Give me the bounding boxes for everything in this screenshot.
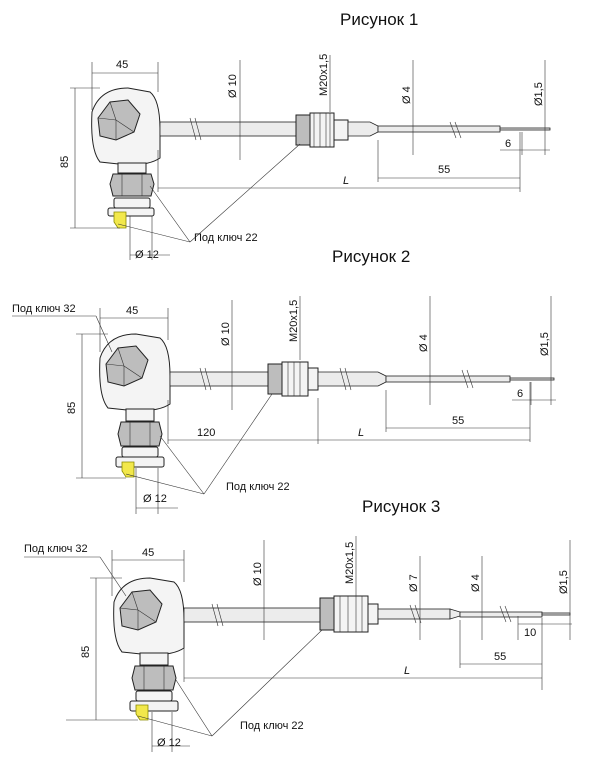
dim-d7-3: Ø 7: [408, 574, 420, 592]
dim-d15-2: Ø1,5: [539, 332, 551, 356]
dim-d10-1: Ø 10: [227, 74, 239, 98]
dim-45-3: 45: [142, 547, 154, 559]
figure-2: Рисунок 2 Под ключ 32: [12, 247, 556, 514]
dim-d10-3: Ø 10: [252, 562, 264, 586]
dim-55-2: 55: [452, 415, 464, 427]
label-wrench32-3: Под ключ 32: [24, 543, 88, 555]
tube-1: [159, 112, 551, 148]
dims-2: Под ключ 32 45 85 Ø 10 M20x1,5 Ø 4 Ø1,5 …: [12, 296, 556, 514]
figure-1: Рисунок 1: [59, 10, 551, 261]
dim-thread-1: M20x1,5: [318, 54, 330, 96]
label-wrench22-1: Под ключ 22: [194, 232, 258, 244]
dim-d4-2: Ø 4: [418, 334, 430, 352]
dim-thread-2: M20x1,5: [288, 300, 300, 342]
tube-3: [183, 595, 571, 633]
dim-85-2: 85: [66, 402, 78, 414]
dim-L-3: L: [404, 665, 410, 677]
dim-6-2: 6: [517, 388, 523, 400]
dim-d12-1: Ø 12: [135, 249, 159, 261]
dim-thread-3: M20x1,5: [344, 542, 356, 584]
dim-55-3: 55: [494, 651, 506, 663]
dim-120-2: 120: [197, 427, 215, 439]
label-wrench22-2: Под ключ 22: [226, 481, 290, 493]
dim-55-1: 55: [438, 164, 450, 176]
head-assembly-3: [113, 577, 185, 721]
dim-d4-1: Ø 4: [401, 86, 413, 104]
head-assembly-1: [91, 87, 161, 229]
dim-6-1: 6: [505, 138, 511, 150]
tube-2: [169, 361, 555, 397]
label-wrench32-2: Под ключ 32: [12, 303, 76, 315]
dim-L-2: L: [358, 427, 364, 439]
figure-3-title: Рисунок 3: [362, 497, 440, 516]
dim-d12-3: Ø 12: [157, 737, 181, 749]
dim-45-2: 45: [126, 305, 138, 317]
dim-d15-1: Ø1,5: [533, 82, 545, 106]
dims-3: Под ключ 32 45 85 Ø 10 M20x1,5 Ø 7 Ø 4 Ø…: [24, 536, 572, 752]
dim-45-1: 45: [116, 59, 128, 71]
dim-d15-3: Ø1,5: [558, 570, 570, 594]
head-assembly-2: [99, 333, 171, 478]
dim-10-3: 10: [524, 627, 536, 639]
figure-1-title: Рисунок 1: [340, 10, 418, 29]
dims-1: 45 85 Ø 10 M20x1,5 Ø 4 Ø1,5 6 55 L: [59, 54, 550, 261]
dim-85-1: 85: [59, 156, 71, 168]
figure-2-title: Рисунок 2: [332, 247, 410, 266]
dim-d4-3: Ø 4: [470, 574, 482, 592]
label-wrench22-3: Под ключ 22: [240, 720, 304, 732]
dim-L-1: L: [343, 175, 349, 187]
dim-85-3: 85: [80, 646, 92, 658]
figure-3: Рисунок 3 Под ключ: [24, 497, 572, 752]
dim-d12-2: Ø 12: [143, 493, 167, 505]
dim-d10-2: Ø 10: [220, 322, 232, 346]
